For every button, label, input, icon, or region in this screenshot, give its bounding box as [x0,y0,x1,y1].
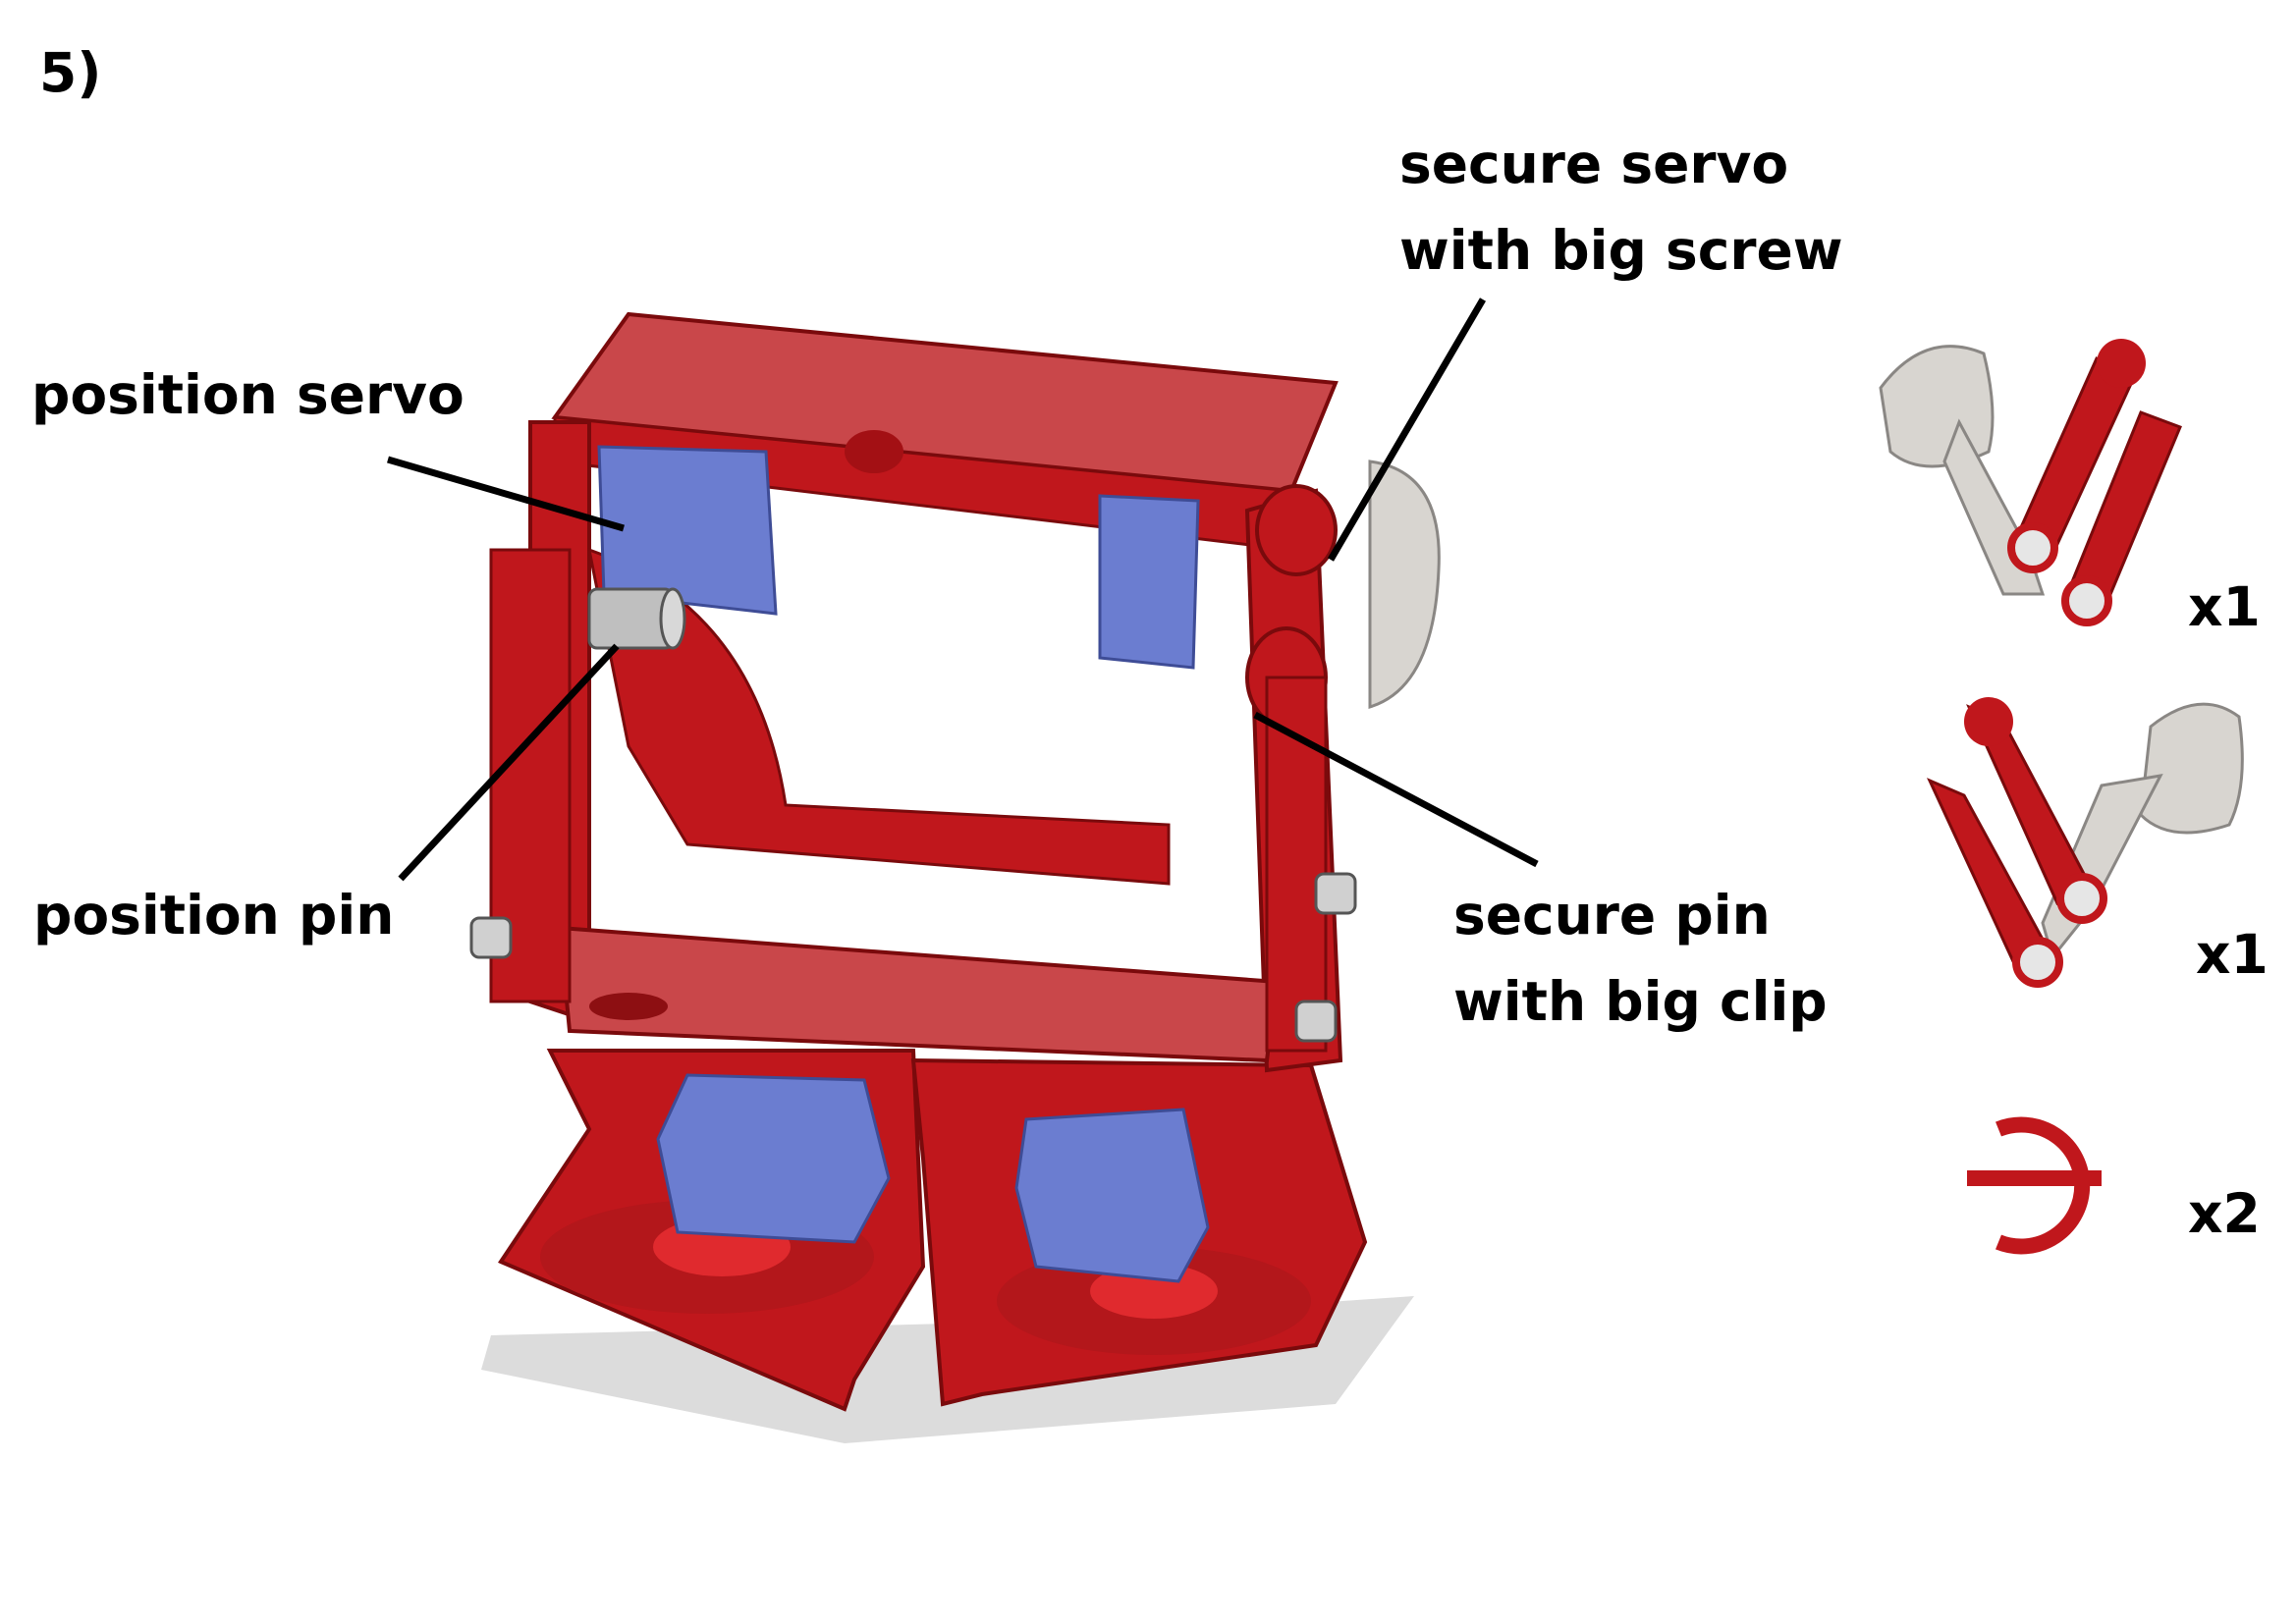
label-position-servo: position servo [31,352,465,438]
qty-big-clip: x2 [2188,1182,2261,1245]
label-secure-servo-line1: secure servo [1399,121,1843,207]
label-secure-servo-line2: with big screw [1399,207,1843,294]
part-big-clip [1967,1125,2102,1247]
step-number: 5) [39,29,101,116]
qty-arm-set-1: x1 [2188,575,2261,638]
label-secure-pin-line1: secure pin [1453,872,1828,958]
right-linkage [1247,461,1439,1051]
label-secure-pin-line2: with big clip [1453,958,1828,1045]
main-frame [491,314,1340,1070]
label-position-pin: position pin [33,872,394,958]
pin [589,589,684,648]
left-bolt [471,918,511,957]
label-secure-servo: secure servo with big screw [1399,121,1843,294]
top-servo-right [1100,496,1198,668]
qty-arm-set-2: x1 [2196,923,2269,986]
label-secure-pin: secure pin with big clip [1453,872,1828,1045]
part-arm-set-1 [1881,339,2180,623]
